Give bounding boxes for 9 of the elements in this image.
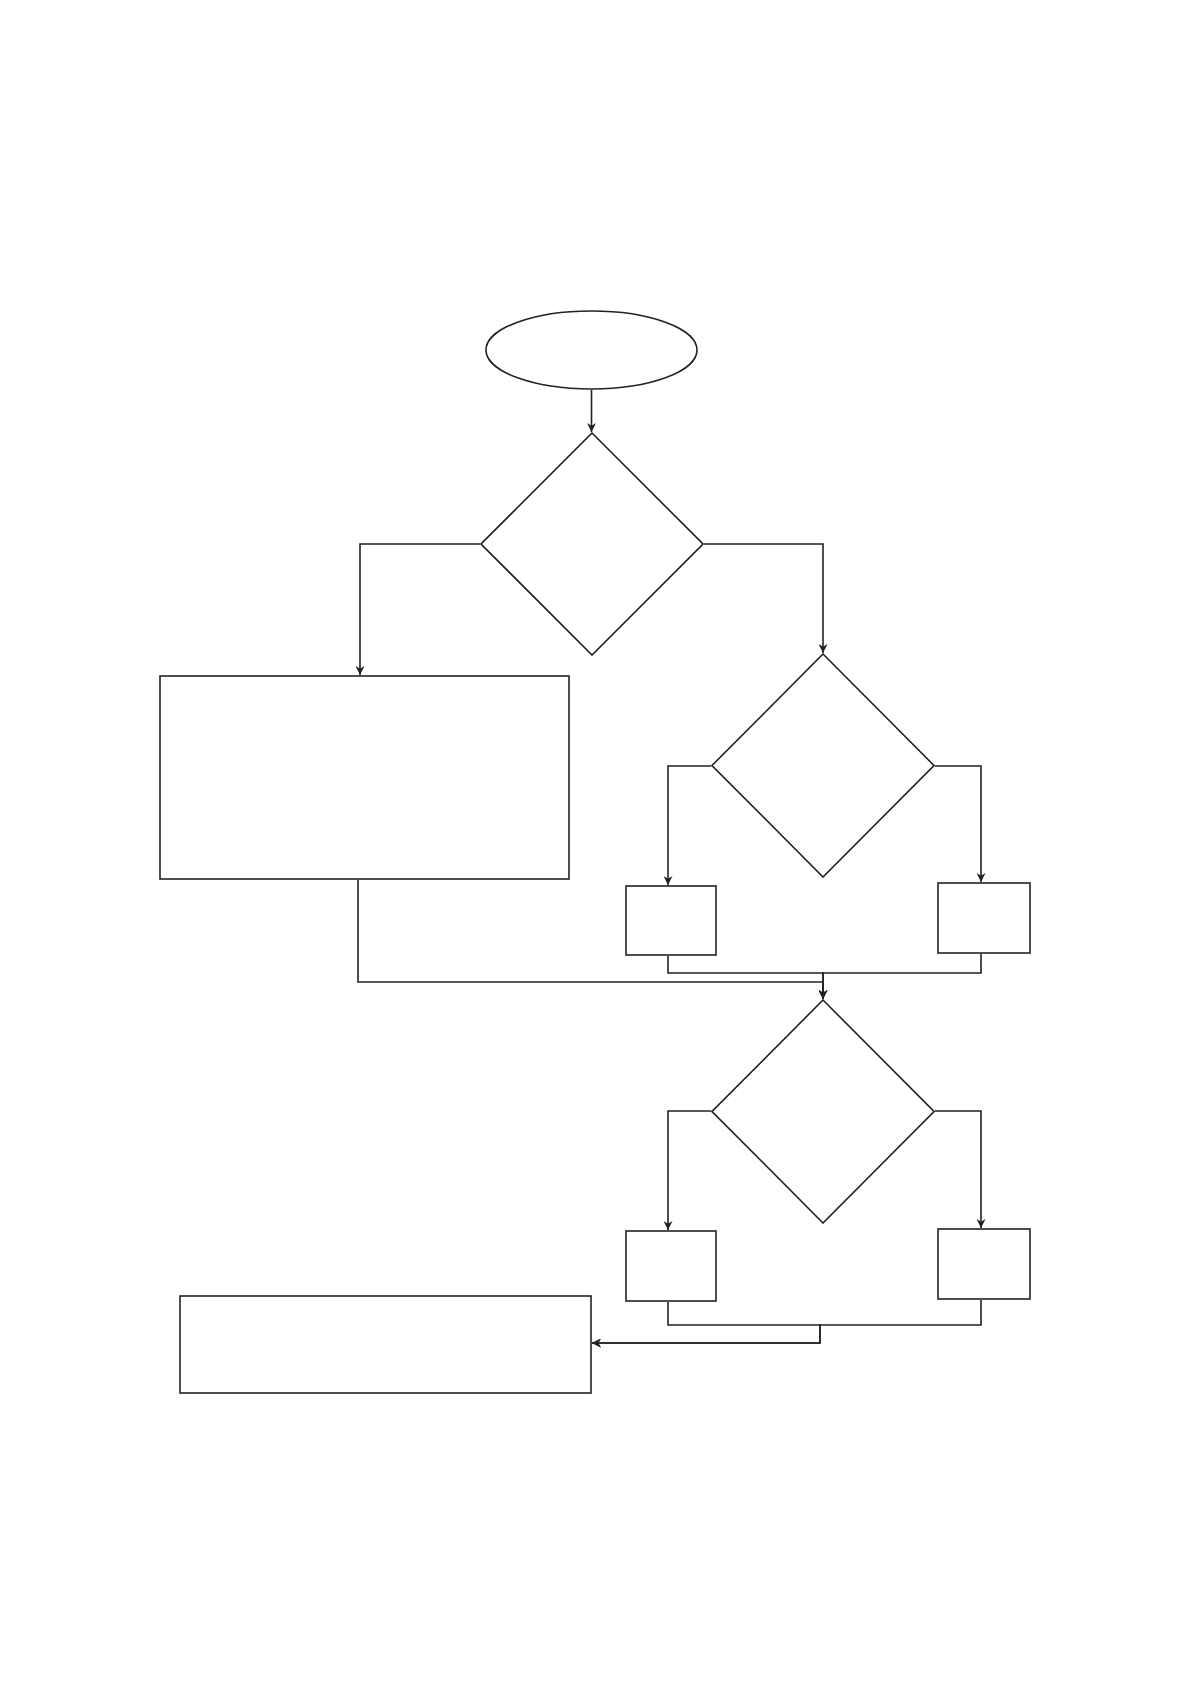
arrow xyxy=(663,1110,712,1231)
arrow xyxy=(663,765,712,886)
arrow xyxy=(587,389,596,433)
arrow xyxy=(355,543,481,676)
arrow xyxy=(703,543,828,654)
arrow xyxy=(818,953,982,1000)
arrow xyxy=(591,1299,982,1348)
arrow xyxy=(934,1110,986,1229)
arrow xyxy=(934,765,986,883)
